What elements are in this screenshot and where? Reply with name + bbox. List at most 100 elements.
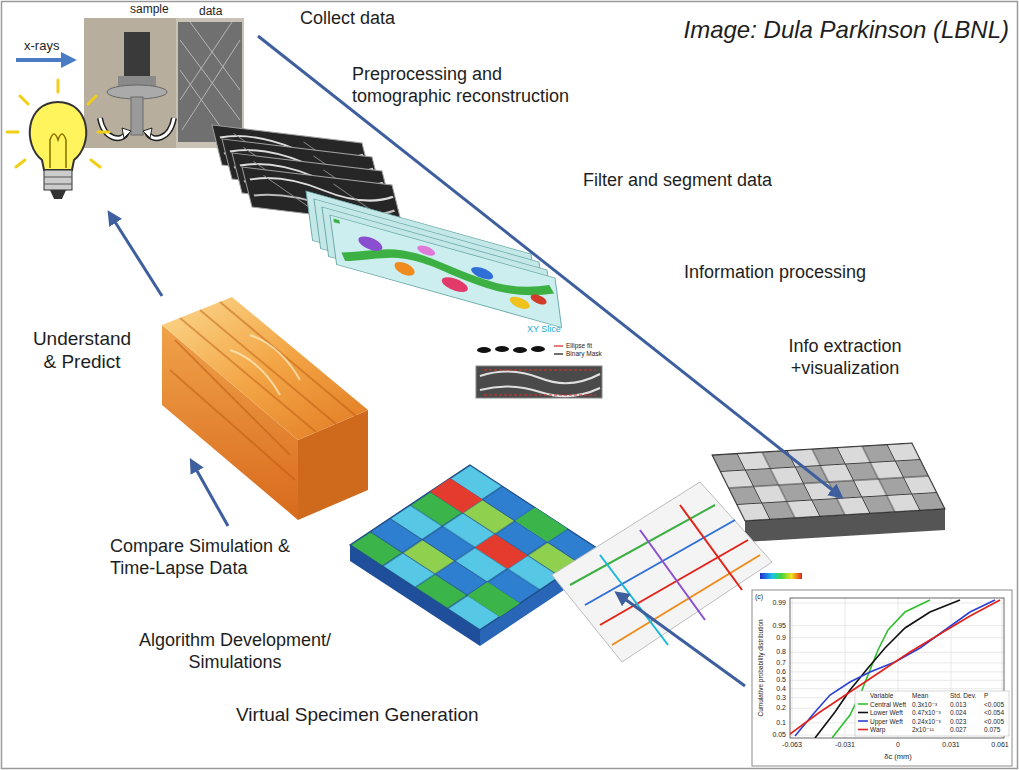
simulation-mesh xyxy=(350,465,600,646)
light-bulb-part-part xyxy=(98,131,109,134)
sample-photo-part xyxy=(178,22,242,142)
light-bulb-part-part xyxy=(16,160,25,167)
stage-label: Info extraction +visualization xyxy=(760,336,930,379)
xy-slice-ellipses-part xyxy=(554,345,563,346)
cdf-chart-part-part xyxy=(790,680,1004,681)
simulation-mesh-part xyxy=(350,465,600,630)
table-cell: Central Weft xyxy=(870,701,906,709)
image-caption: XY Slice xyxy=(527,324,561,335)
woven-volume-part-part xyxy=(712,443,945,521)
volume-rendering-part xyxy=(230,335,300,395)
xy-slice-ellipses-part xyxy=(477,347,491,353)
light-bulb-part xyxy=(44,177,72,184)
axis-title: Cumulative probability distribution xyxy=(757,598,765,738)
fiber-paths-part xyxy=(680,505,742,590)
cdf-chart-part-part xyxy=(845,598,846,738)
flow-arrows-part xyxy=(192,462,228,526)
segmented-slices-part-part xyxy=(417,244,436,258)
fiber-paths-part xyxy=(600,540,748,625)
light-bulb xyxy=(7,80,109,199)
panel-tag: (c) xyxy=(755,593,763,601)
cdf-chart-part-part xyxy=(790,688,1004,689)
flow-arrows-part xyxy=(618,594,745,686)
axis-tick: -0.031 xyxy=(830,741,860,749)
fiber-paths-part xyxy=(600,555,668,645)
cdf-chart xyxy=(752,590,1012,766)
woven-volume-part xyxy=(712,443,945,521)
table-cell: 0.024 xyxy=(950,709,966,717)
segmented-slices-part-part xyxy=(340,230,556,316)
xy-slice-ellipses-part xyxy=(531,346,545,352)
fiber-paths-part xyxy=(585,520,735,605)
axis-tick: 0.05 xyxy=(756,731,786,739)
axis-title: δc (mm) xyxy=(873,752,923,761)
table-cell: Mean xyxy=(912,692,928,700)
segmented-slices-part-part xyxy=(333,219,339,224)
axis-tick: -0.063 xyxy=(777,741,807,749)
stage-label: Virtual Specimen Generation xyxy=(236,704,479,727)
label-block: Preprocessing and tomographic reconstruc… xyxy=(352,64,692,107)
cdf-chart-part-part xyxy=(790,603,1004,604)
cdf-chart-part-part xyxy=(795,600,995,736)
fiber-paths-part xyxy=(552,482,772,662)
flow-arrows-part xyxy=(110,214,162,296)
xy-slice-ellipses xyxy=(476,346,602,398)
photo-label: data xyxy=(199,4,222,18)
cdf-chart-part-part xyxy=(792,598,793,738)
xy-slice-ellipses-part xyxy=(513,347,527,353)
light-bulb-part-part xyxy=(88,96,96,104)
axis-tick: 0 xyxy=(883,741,913,749)
xy-slice-ellipses-part xyxy=(495,346,509,352)
cdf-chart-part xyxy=(855,691,1009,736)
light-bulb-part-part xyxy=(7,131,18,134)
table-cell: Warp xyxy=(870,726,885,734)
segmented-slices-part-part xyxy=(358,234,384,253)
table-cell: Lower Weft xyxy=(870,709,903,717)
light-bulb-part xyxy=(50,134,66,168)
stage-label: Preprocessing and tomographic reconstruc… xyxy=(352,64,569,106)
stage-label: Information processing xyxy=(684,262,866,284)
simulation-mesh-part-part xyxy=(515,507,568,542)
axis-tick: 0.99 xyxy=(756,599,786,607)
table-cell: <0.005 xyxy=(984,718,1004,726)
stage-label: Collect data xyxy=(300,8,395,30)
xy-slice-ellipses-part xyxy=(480,371,600,396)
simulation-mesh-part-part xyxy=(350,465,600,630)
line-spacer xyxy=(542,64,692,84)
light-bulb-part xyxy=(44,170,72,190)
axis-tick: 0.1 xyxy=(756,719,786,727)
table-cell: 0.075 xyxy=(984,726,1000,734)
woven-volume xyxy=(712,443,945,542)
simulation-mesh-part-part xyxy=(430,478,483,513)
table-cell: <0.005 xyxy=(984,701,1004,709)
stage-label: Compare Simulation & Time-Lapse Data xyxy=(110,536,340,579)
volume-rendering-part xyxy=(162,297,368,440)
photo-label: sample xyxy=(130,2,169,16)
beam-label: x-rays xyxy=(24,38,59,54)
cdf-chart-part-part xyxy=(790,652,1004,653)
stage-label: Understand & Predict xyxy=(28,328,136,374)
segmented-slices-part-part xyxy=(330,215,562,328)
cdf-chart-part xyxy=(858,704,868,730)
table-cell: Std. Dev. xyxy=(950,692,976,700)
cdf-chart-part-part xyxy=(858,703,868,705)
cdf-chart-part-part xyxy=(858,729,868,731)
simulation-mesh-part-part xyxy=(468,582,521,617)
table-cell: 0.027 xyxy=(950,726,966,734)
table-cell: 0.023 xyxy=(950,718,966,726)
sample-photo-part xyxy=(131,97,143,135)
sample-photo-part xyxy=(122,128,152,138)
xy-slice-ellipses-part xyxy=(554,353,563,354)
xray-arrow xyxy=(16,58,72,62)
cdf-chart-part-part xyxy=(790,671,1004,672)
axis-tick: 0.061 xyxy=(985,741,1015,749)
cdf-chart-part-part xyxy=(858,720,868,722)
segmented-slices-part-part xyxy=(509,295,530,311)
table-cell: Variable xyxy=(870,692,893,700)
table-cell: P xyxy=(984,692,988,700)
sample-photo-part xyxy=(124,32,150,76)
sample-photo-part xyxy=(180,22,240,140)
